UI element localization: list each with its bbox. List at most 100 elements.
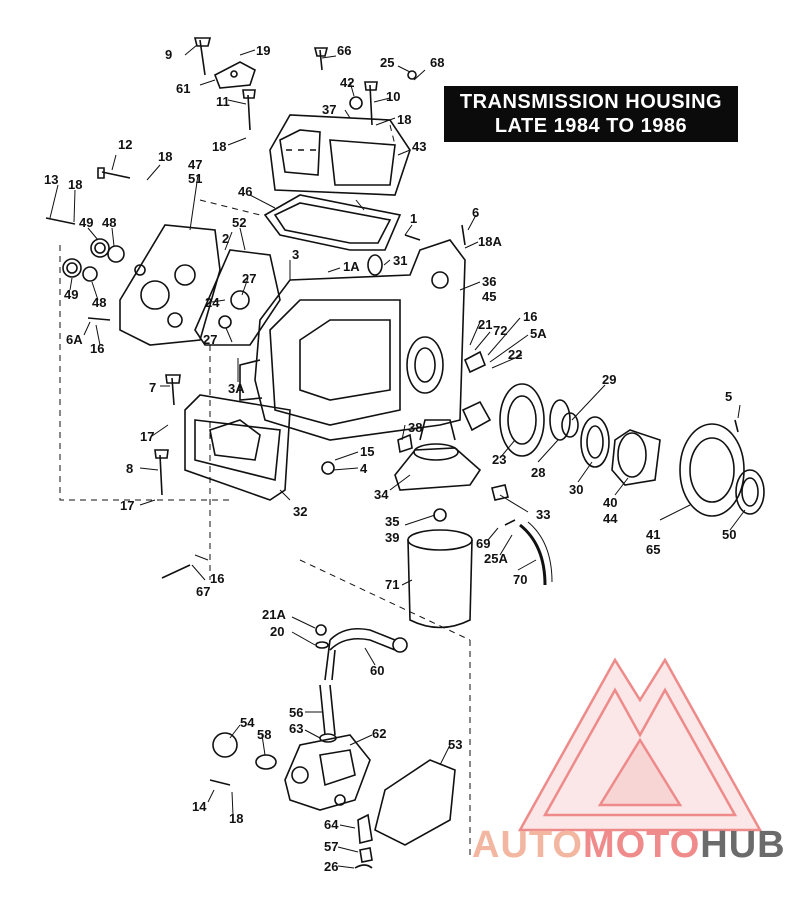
- callout-label: 62: [372, 726, 387, 741]
- callout-label: 38: [408, 420, 423, 435]
- callout-label: 29: [602, 372, 617, 387]
- callout-label: 71: [385, 577, 400, 592]
- callout-label: 8: [126, 461, 134, 476]
- shift-shaft: [319, 684, 337, 743]
- callout-label: 44: [603, 511, 618, 526]
- filter-mount: [394, 419, 482, 491]
- callout-label: 30: [569, 482, 584, 497]
- leader-lines: [49, 44, 746, 869]
- callout-label: 7: [149, 380, 157, 395]
- callout-label: 18A: [478, 234, 502, 249]
- callout-label: 18: [158, 149, 173, 164]
- callout-label: 57: [324, 839, 339, 854]
- callout-label: 52: [232, 215, 247, 230]
- callout-label: 50: [722, 527, 737, 542]
- callout-label: 68: [430, 55, 445, 70]
- callout-label: 10: [386, 89, 401, 104]
- top-cover: [269, 114, 411, 196]
- callout-label: 6A: [66, 332, 83, 347]
- callout-label: 49: [79, 215, 94, 230]
- callout-label: 69: [476, 536, 491, 551]
- callout-label: 64: [324, 817, 339, 832]
- callout-label: 1: [410, 211, 418, 226]
- callout-label: 60: [370, 663, 385, 678]
- callout-label: 39: [385, 530, 400, 545]
- callout-label: 65: [646, 542, 661, 557]
- watermark-part-moto: MOTO: [582, 824, 701, 866]
- side-door: [119, 224, 221, 346]
- oil-hose: [519, 521, 553, 586]
- watermark-logo-mark: [517, 657, 763, 832]
- callout-label: 45: [482, 289, 497, 304]
- callout-label: 63: [289, 721, 304, 736]
- callout-label: 22: [508, 347, 523, 362]
- callout-label: 3A: [228, 381, 245, 396]
- oil-filter: [407, 529, 473, 629]
- callout-label: 27: [203, 332, 218, 347]
- callout-label: 13: [44, 172, 59, 187]
- callout-label: 21: [478, 317, 493, 332]
- diagram-title: TRANSMISSION HOUSING LATE 1984 TO 1986: [444, 86, 738, 142]
- callout-label: 4: [360, 461, 368, 476]
- callout-label: 36: [482, 274, 497, 289]
- callout-label: 20: [270, 624, 285, 639]
- watermark-part-auto: AUTO: [472, 824, 583, 866]
- callout-label: 48: [92, 295, 107, 310]
- callout-label: 23: [492, 452, 507, 467]
- callout-label: 25: [380, 55, 395, 70]
- callout-label: 25A: [484, 551, 508, 566]
- callout-label: 1A: [343, 259, 360, 274]
- callout-label: 47: [188, 157, 203, 172]
- callout-label: 17: [120, 498, 135, 513]
- callout-label: 19: [256, 43, 271, 58]
- callout-label: 12: [118, 137, 133, 152]
- callout-label: 14: [192, 799, 207, 814]
- pump-body: [284, 734, 371, 811]
- callout-label: 51: [188, 171, 203, 186]
- callout-label: 28: [531, 465, 546, 480]
- callout-label: 61: [176, 81, 191, 96]
- callout-label: 24: [205, 295, 220, 310]
- callout-label: 46: [238, 184, 253, 199]
- callout-label: 5: [725, 389, 733, 404]
- output-assembly: [461, 383, 765, 517]
- callout-label: 43: [412, 139, 427, 154]
- main-housing: [239, 239, 466, 441]
- callout-label: 16: [90, 341, 105, 356]
- callout-label: 53: [448, 737, 463, 752]
- callout-label: 58: [257, 727, 272, 742]
- callout-label: 31: [393, 253, 408, 268]
- callout-label: 17: [140, 429, 155, 444]
- title-line-1: TRANSMISSION HOUSING: [459, 91, 723, 113]
- filler-tube: [324, 627, 408, 681]
- callout-label: 11: [216, 94, 230, 109]
- callout-label: 72: [493, 323, 508, 338]
- callout-label: 18: [397, 112, 412, 127]
- callout-label: 56: [289, 705, 304, 720]
- pump-gasket: [374, 759, 456, 846]
- callout-label: 37: [322, 102, 337, 117]
- pump-ball: [212, 732, 277, 770]
- callout-label: 33: [536, 507, 551, 522]
- callout-label: 3: [292, 247, 300, 262]
- callout-label: 5A: [530, 326, 547, 341]
- callout-label: 40: [603, 495, 618, 510]
- bottom-cover: [184, 394, 291, 501]
- assembly-guides: [59, 124, 471, 860]
- callout-label: 9: [165, 47, 173, 62]
- callout-label: 32: [293, 504, 308, 519]
- callout-label: 15: [360, 444, 375, 459]
- bracket: [213, 61, 256, 89]
- callout-label: 26: [324, 859, 339, 874]
- side-gasket: [194, 249, 281, 346]
- cover-gasket: [263, 194, 402, 251]
- seals-left: [62, 238, 125, 282]
- callout-label: 42: [340, 75, 355, 90]
- callout-label: 16: [523, 309, 538, 324]
- bolts: [45, 37, 739, 786]
- callout-label: 54: [240, 715, 255, 730]
- callout-label: 48: [102, 215, 117, 230]
- title-line-2: LATE 1984 TO 1986: [494, 115, 688, 137]
